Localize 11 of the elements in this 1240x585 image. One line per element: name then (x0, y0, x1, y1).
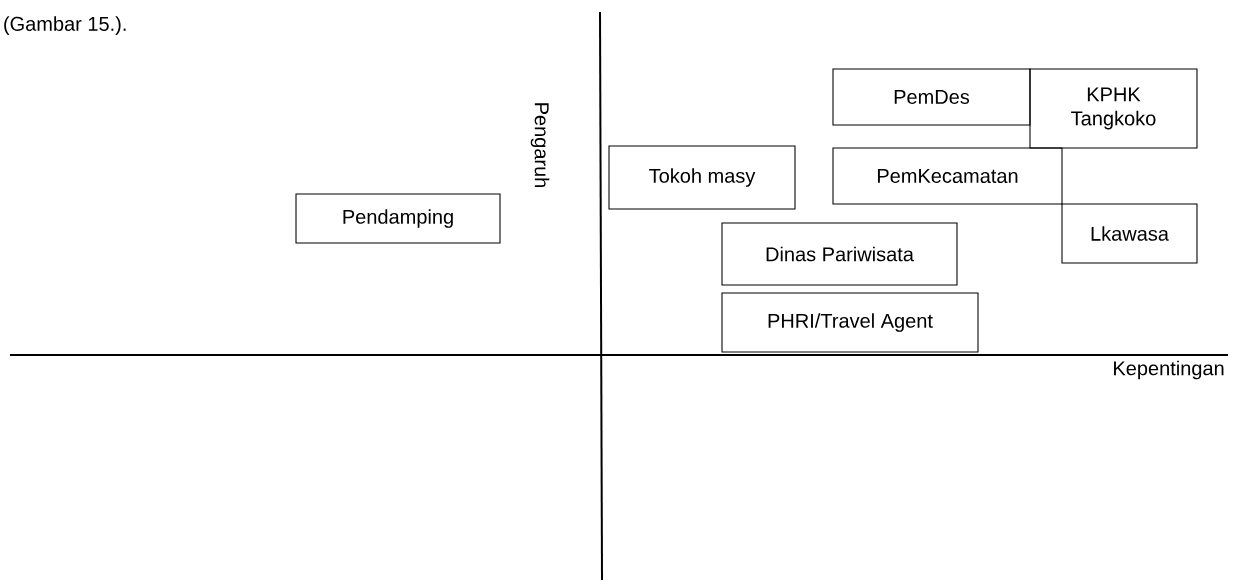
stakeholder-box: KPHK Tangkoko (1029, 68, 1198, 149)
stakeholder-box: Lkawasa (1061, 203, 1198, 264)
stakeholder-box: Dinas Pariwisata (721, 222, 958, 286)
label-text: (Gambar 15.). (4, 16, 126, 35)
stakeholder-box: PHRI/Travel Agent (721, 292, 979, 353)
stakeholder-box: Pendamping (295, 193, 501, 244)
stakeholder-box: Tokoh masy (608, 145, 796, 210)
stakeholder-box: PemKecamatan (832, 147, 1063, 205)
axis-label: Kepentingan (1114, 360, 1224, 380)
stakeholder-box: PemDes (832, 68, 1031, 126)
axis-label: Pengaruh (530, 103, 550, 188)
